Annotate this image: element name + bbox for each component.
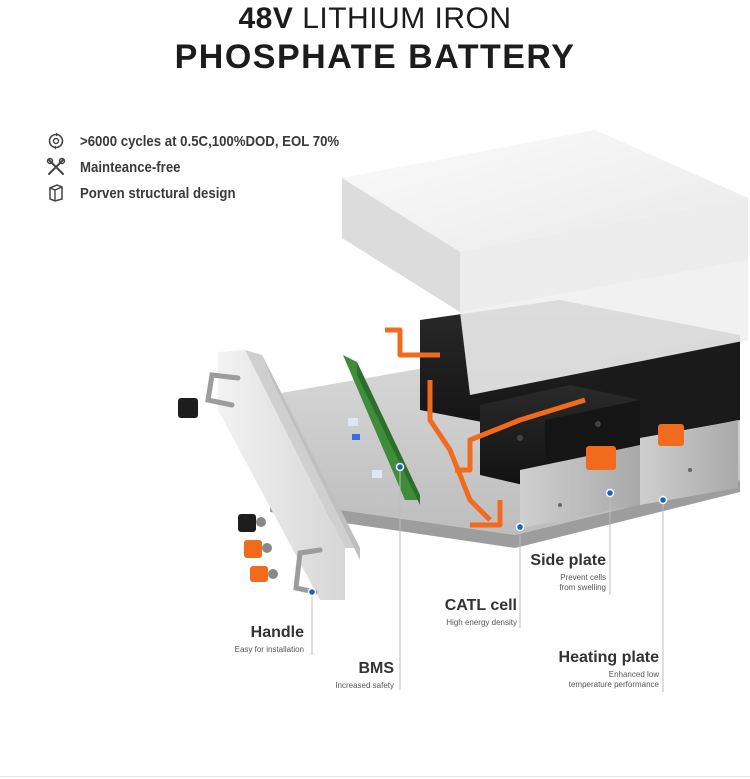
callout-handle: Handle Easy for installation: [235, 624, 304, 655]
feature-item-cycles: >6000 cycles at 0.5C,100%DOD, EOL 70%: [46, 128, 375, 154]
feature-text: Porven structural design: [80, 184, 236, 202]
structure-icon: [46, 183, 66, 203]
terminals: [238, 514, 278, 582]
callout-bms-desc1: Increased safety: [335, 681, 394, 690]
callout-handle-desc1: Easy for installation: [234, 645, 304, 654]
callout-heating-plate: Heating plate Enhanced low temperature p…: [559, 649, 659, 690]
bottom-divider: [0, 776, 750, 777]
feature-text: >6000 cycles at 0.5C,100%DOD, EOL 70%: [80, 132, 340, 150]
callout-catl-cell-name: CATL cell: [444, 597, 517, 614]
power-switch: [178, 398, 198, 418]
feature-item-structure: Porven structural design: [46, 180, 375, 206]
callout-bms-name: BMS: [358, 660, 394, 677]
battery-lid: [342, 130, 748, 395]
callout-catl-cell-desc1: High energy density: [446, 618, 517, 627]
title-voltage: 48V: [238, 2, 294, 35]
page-title-line1: 48V LITHIUM IRON: [0, 4, 750, 34]
page-title-line2: PHOSPHATE BATTERY: [174, 38, 576, 76]
handle-bottom: [293, 547, 323, 595]
orange-busbars: [385, 327, 586, 528]
callout-dots: [307, 462, 668, 597]
callout-side-plate-desc2: from swelling: [559, 583, 606, 592]
callout-heating-plate-desc1: Enhanced low: [608, 670, 659, 679]
callout-side-plate-name: Side plate: [530, 552, 606, 569]
handle-top: [205, 372, 241, 408]
feature-text: Mainteance-free: [80, 158, 181, 176]
cycle-icon: [46, 131, 66, 151]
callout-lines: [311, 467, 664, 692]
feature-item-maintenance: Mainteance-free: [46, 154, 375, 180]
feature-list: >6000 cycles at 0.5C,100%DOD, EOL 70% Ma…: [46, 128, 375, 206]
callout-catl-cell: CATL cell High energy density: [445, 597, 517, 628]
callout-side-plate: Side plate Prevent cells from swelling: [530, 552, 606, 593]
callout-heating-plate-name: Heating plate: [558, 649, 659, 666]
callout-bms: BMS Increased safety: [335, 660, 394, 691]
callout-side-plate-desc1: Prevent cells: [560, 573, 606, 582]
tools-icon: [46, 157, 66, 177]
callout-handle-name: Handle: [250, 624, 304, 641]
title-chemistry: LITHIUM IRON: [302, 2, 512, 35]
front-panel: [218, 350, 360, 600]
callout-heating-plate-desc2: temperature performance: [568, 680, 659, 689]
orange-terminal-blocks: [586, 424, 684, 470]
